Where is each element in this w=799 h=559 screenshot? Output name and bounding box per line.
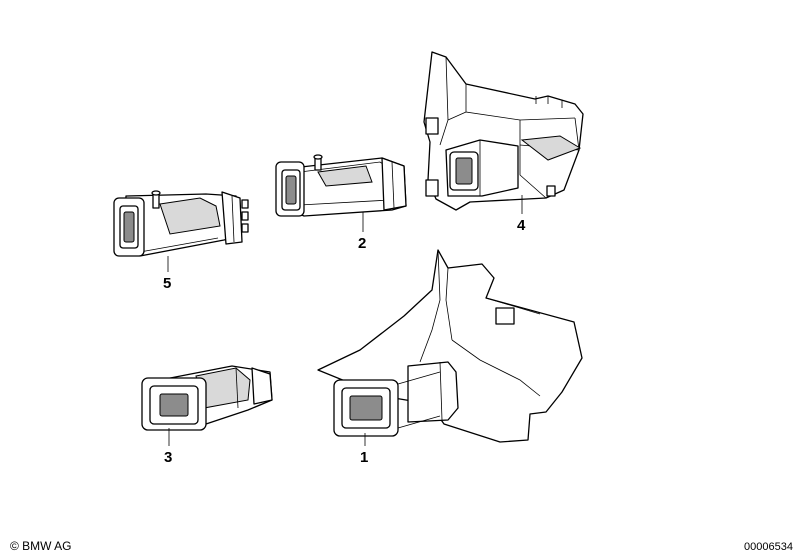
part-2-air-duct: [275, 154, 407, 217]
copyright-notice: © BMW AG: [10, 539, 72, 553]
drawing-number: 00006534: [744, 541, 793, 553]
part-1-air-duct-panel: [317, 249, 583, 443]
part-label-1: 1: [360, 449, 368, 466]
part-label-4: 4: [517, 217, 526, 234]
part-5-air-duct: [113, 190, 249, 257]
part-label-2: 2: [358, 235, 366, 252]
part-4-air-duct-housing: [423, 51, 584, 211]
part-3-air-duct: [141, 365, 273, 431]
part-label-3: 3: [164, 449, 172, 466]
part-label-5: 5: [163, 275, 171, 292]
